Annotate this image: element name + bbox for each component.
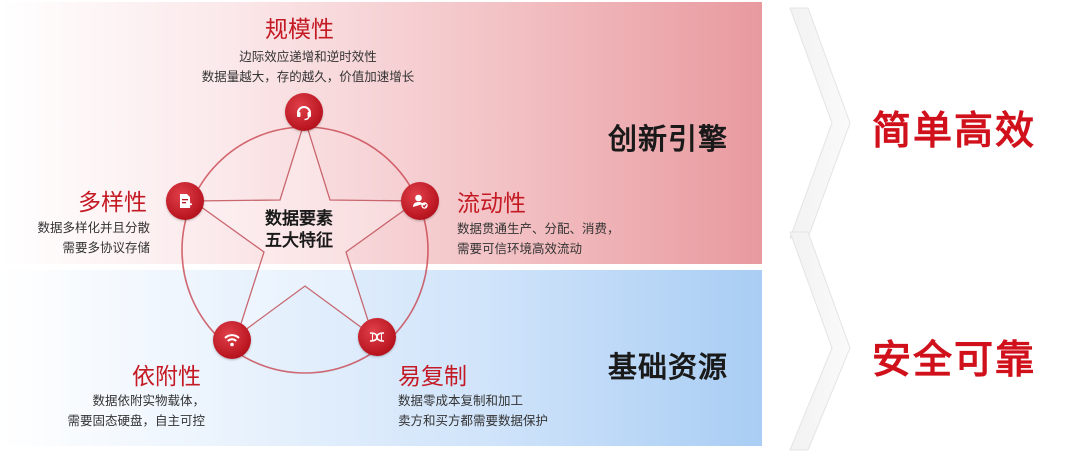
center-line-2: 五大特征: [265, 231, 333, 251]
feature-title-copy: 易复制: [398, 364, 467, 390]
dna-icon: [369, 332, 385, 342]
node-scale: [285, 93, 323, 131]
node-flow: [401, 182, 439, 220]
center-star: [191, 117, 419, 338]
feature-desc-scale: 边际效应递增和逆时效性 数据量越大，存的越久，价值加速增长: [198, 47, 418, 87]
feature-desc-dependency-line-1: 数据依附实物载体，: [92, 393, 205, 408]
node-variety: [166, 182, 204, 220]
outcome-top: 简单高效: [872, 109, 1037, 154]
feature-desc-flow-line-2: 需要可信环境高效流动: [457, 241, 583, 256]
feature-desc-dependency-line-2: 需要固态硬盘，自主可控: [67, 413, 205, 428]
feature-desc-scale-line-2: 数据量越大，存的越久，价值加速增长: [201, 69, 415, 84]
basic-resource-label: 基础资源: [608, 350, 729, 384]
outcome-bottom: 安全可靠: [872, 338, 1037, 383]
feature-title-flow: 流动性: [457, 191, 526, 217]
center-caption: 数据要素 五大特征: [265, 208, 333, 252]
node-copy: [358, 318, 396, 356]
feature-desc-variety-line-2: 需要多协议存储: [62, 240, 150, 255]
basic-resource-band: [0, 270, 762, 446]
feature-desc-flow-line-1: 数据贯通生产、分配、消费，: [457, 221, 620, 236]
center-line-1: 数据要素: [265, 209, 333, 229]
flow-chevrons: [789, 7, 851, 451]
wifi-icon: [224, 334, 240, 347]
innovation-engine-band: [0, 2, 762, 264]
feature-desc-variety-line-1: 数据多样化并且分散: [37, 220, 150, 235]
feature-desc-scale-line-1: 边际效应递增和逆时效性: [239, 49, 377, 64]
node-dependency: [213, 321, 251, 359]
document-add-icon: [180, 194, 192, 208]
feature-desc-flow: 数据贯通生产、分配、消费， 需要可信环境高效流动: [457, 219, 620, 259]
feature-desc-copy-line-2: 卖方和买方都需要数据保护: [398, 413, 549, 428]
feature-desc-copy: 数据零成本复制和加工 卖方和买方都需要数据保护: [398, 391, 548, 431]
feature-desc-dependency: 数据依附实物载体， 需要固态硬盘，自主可控: [40, 391, 205, 431]
feature-desc-copy-line-1: 数据零成本复制和加工: [398, 393, 524, 408]
feature-desc-variety: 数据多样化并且分散 需要多协议存储: [14, 218, 150, 258]
feature-title-scale: 规模性: [265, 17, 334, 43]
user-check-icon: [413, 194, 428, 209]
feature-title-dependency: 依附性: [132, 364, 201, 390]
feature-title-variety: 多样性: [78, 190, 147, 216]
innovation-engine-label: 创新引擎: [608, 122, 729, 156]
headset-icon: [297, 106, 311, 121]
chevron-arrow-bottom: [789, 231, 851, 451]
chevron-arrow-top: [789, 7, 851, 239]
